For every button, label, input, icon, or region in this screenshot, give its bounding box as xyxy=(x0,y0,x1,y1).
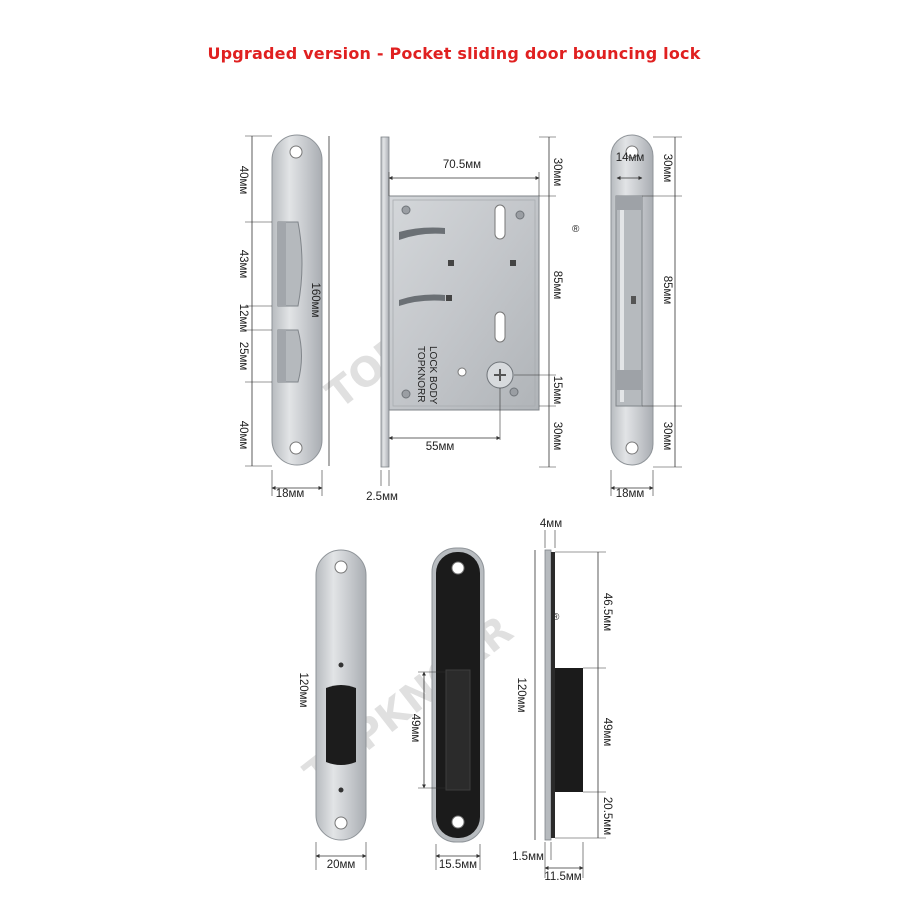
dim-side-depth: 14мм xyxy=(616,152,645,164)
dim-body-width: 70.5мм xyxy=(443,159,481,171)
dim-lower-latch: 25мм xyxy=(237,342,249,371)
dim-side-middle: 85мм xyxy=(661,276,673,305)
svg-text:TOPKNORR: TOPKNORR xyxy=(415,346,426,403)
strike-side-view: 4мм 120мм 46.5мм 49мм 20.5мм 1.5мм 11.5м… xyxy=(512,518,613,883)
dim-side-plate-thickness: 1.5мм xyxy=(512,851,544,863)
strike-plate-front-view: 120мм 20мм xyxy=(297,549,367,871)
dim-plate-thickness: 2.5мм xyxy=(366,491,398,503)
dim-side-top: 30мм xyxy=(661,154,673,183)
dim-box-width: 15.5мм xyxy=(439,859,477,871)
svg-text:LOCK BODY: LOCK BODY xyxy=(427,346,438,405)
dim-backset: 55мм xyxy=(426,441,455,453)
dim-strike-height: 120мм xyxy=(297,673,309,708)
dim-strike-width: 20мм xyxy=(327,859,356,871)
dim-width: 18мм xyxy=(276,488,305,500)
dim-side-width: 18мм xyxy=(616,488,645,500)
dim-side-top-thickness: 4мм xyxy=(540,518,562,530)
dim-spindle-gap: 15мм xyxy=(551,376,563,405)
dim-bottom: 40мм xyxy=(237,421,249,450)
svg-text:®: ® xyxy=(572,224,580,235)
dim-upper-latch: 43мм xyxy=(237,250,249,279)
dim-body-top: 30мм xyxy=(551,158,563,187)
dim-box-pocket: 49мм xyxy=(409,714,421,743)
dim-side-bottom: 30мм xyxy=(661,422,673,451)
faceplate-front-view: 40мм 43мм 12мм 25мм 40мм 160мм 18мм xyxy=(237,134,330,500)
lock-body-view: TOPKNORR LOCK BODY 70.5мм 30мм 85мм 15мм… xyxy=(366,136,563,503)
dim-top: 40мм xyxy=(237,166,249,195)
dim-body-bottom: 30мм xyxy=(551,422,563,451)
dim-side-height: 120мм xyxy=(515,678,527,713)
dim-side-depth-total: 11.5мм xyxy=(544,871,581,883)
dim-side-pocket: 49мм xyxy=(601,718,613,747)
dim-height: 160мм xyxy=(309,283,321,318)
dim-side-upper: 46.5мм xyxy=(601,593,613,631)
dim-side-lower: 20.5мм xyxy=(601,797,613,835)
dim-body-middle: 85мм xyxy=(551,271,563,300)
side-view: 14мм 30мм 85мм 30мм 18мм xyxy=(610,134,682,500)
strike-box-front-view: 49мм 15.5мм xyxy=(409,547,485,871)
page-title: Upgraded version - Pocket sliding door b… xyxy=(207,44,701,63)
dim-gap: 12мм xyxy=(237,304,249,333)
svg-text:®: ® xyxy=(552,612,560,623)
